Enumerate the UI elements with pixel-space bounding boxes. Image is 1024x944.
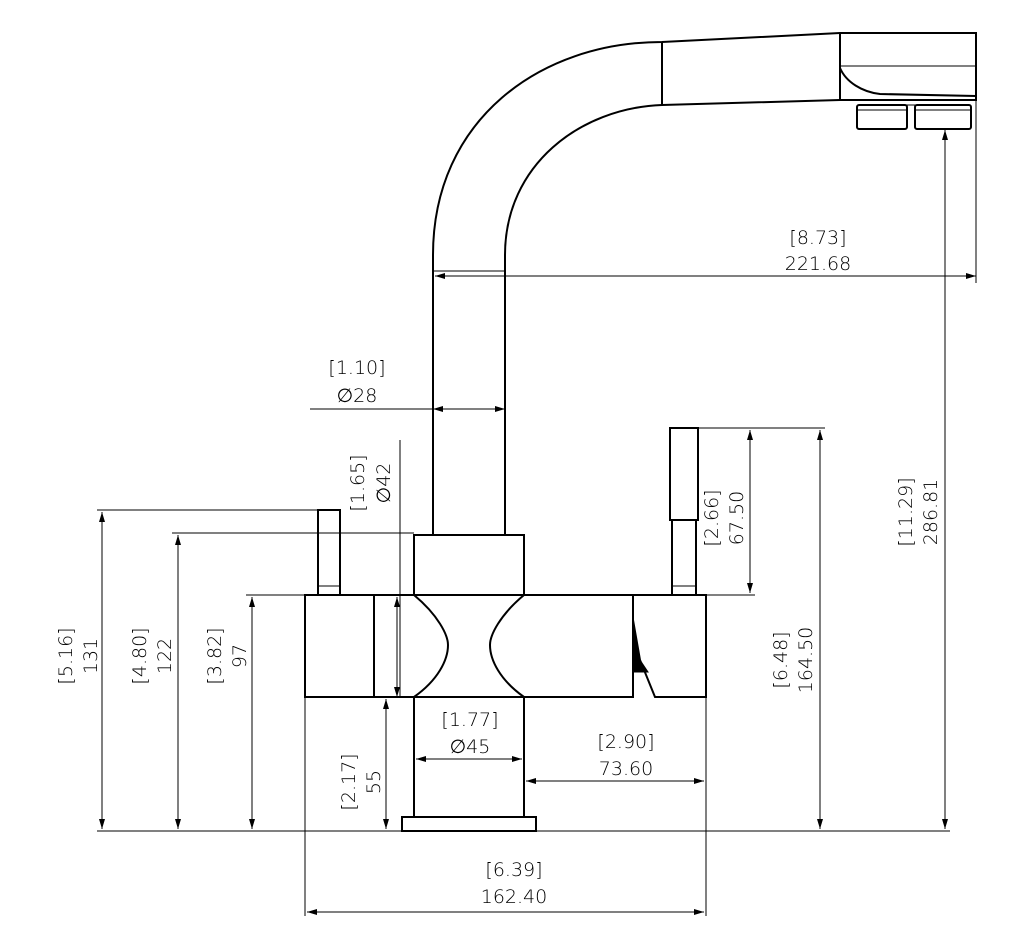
left-arm — [304, 594, 450, 698]
label-131-mm: 131 — [80, 638, 102, 674]
label-55-inch: [2.17] — [338, 753, 360, 810]
label-handle-height-inch: [2.66] — [701, 489, 723, 546]
label-spout-diameter-inch: [1.10] — [328, 357, 385, 379]
faucet-outline — [304, 32, 977, 832]
label-total-height-inch: [11.29] — [895, 477, 917, 546]
label-upper-diameter-mm: ∅42 — [373, 463, 395, 504]
right-handle-stem — [671, 519, 697, 596]
base-plate — [401, 816, 537, 832]
label-spout-reach-inch: [8.73] — [789, 227, 846, 249]
spout-head — [661, 33, 977, 130]
label-arm-length-inch: [2.90] — [597, 731, 654, 753]
extension-lines — [97, 100, 977, 916]
label-spout-reach-mm: 221.68 — [785, 253, 851, 275]
left-handle — [317, 509, 341, 596]
label-total-height-mm: 286.81 — [920, 479, 942, 545]
spray-outlet-left — [856, 104, 908, 130]
upper-body — [413, 534, 525, 596]
label-overall-width-mm: 162.40 — [481, 886, 547, 908]
label-97-inch: [3.82] — [204, 627, 226, 684]
dimension-labels: [8.73] 221.68 [1.10] ∅28 [1.77] ∅45 [2.9… — [55, 227, 942, 908]
label-164-inch: [6.48] — [770, 631, 792, 688]
label-handle-height-mm: 67.50 — [726, 491, 748, 545]
spray-outlet-right — [914, 104, 972, 130]
label-lower-diameter-mm: ∅45 — [450, 736, 491, 758]
label-arm-length-mm: 73.60 — [599, 758, 653, 780]
label-upper-diameter-inch: [1.65] — [347, 454, 369, 511]
label-164-mm: 164.50 — [795, 627, 817, 693]
right-handle — [669, 427, 699, 521]
label-122-mm: 122 — [154, 638, 176, 674]
dimension-lines — [99, 130, 976, 915]
right-arm — [488, 594, 634, 698]
label-122-inch: [4.80] — [129, 627, 151, 684]
label-lower-diameter-inch: [1.77] — [441, 709, 498, 731]
right-handle-housing — [632, 594, 707, 698]
label-55-mm: 55 — [363, 770, 385, 794]
label-overall-width-inch: [6.39] — [485, 859, 542, 881]
label-spout-diameter-mm: ∅28 — [337, 385, 378, 407]
label-97-mm: 97 — [229, 644, 251, 668]
label-131-inch: [5.16] — [55, 627, 77, 684]
